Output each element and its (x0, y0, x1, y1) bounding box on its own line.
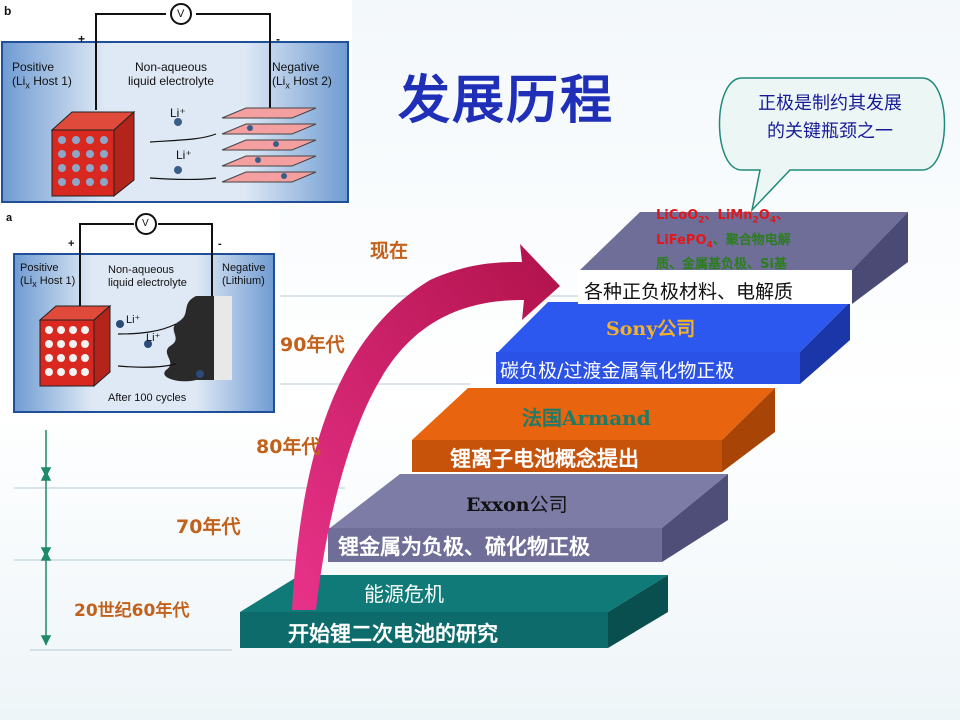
vertical-timeline (40, 430, 52, 646)
figure-b-panel: b + - V Positive (Lix Host 1) Non-aqueou… (0, 0, 352, 206)
figure-a-plus: + (68, 238, 75, 250)
step-4-lower-text: 碳负极/过渡金属氧化物正极 (500, 360, 735, 382)
figure-b-drawing (1, 3, 349, 203)
step-3-lower-text: 锂离子电池概念提出 (450, 447, 639, 471)
step-2-block (328, 474, 728, 562)
step-4-company-suffix: 公司 (657, 318, 696, 340)
figure-a-panel: a + - V Positive (Lix Host 1) Non-aqueou… (0, 204, 280, 426)
lithium-dendrite-icon (164, 296, 232, 382)
step-5-block (578, 212, 908, 304)
step-1-block (240, 575, 668, 648)
callout-bubble (718, 77, 946, 213)
figure-a-ion-label-2: Li⁺ (146, 332, 161, 344)
figure-a-ion-label-1: Li⁺ (126, 314, 141, 326)
era-label-70s: 70年代 (176, 516, 241, 538)
positive-electrode-cube (38, 304, 112, 388)
figure-a-electrolyte-label: Non-aqueous liquid electrolyte (108, 264, 187, 289)
step-2-company-suffix: 公司 (529, 494, 568, 516)
step-3-block (412, 388, 775, 472)
figure-a-positive-label: Positive (Lix Host 1) (20, 262, 76, 290)
figure-b-ion-label-2: Li⁺ (176, 148, 192, 162)
voltmeter-icon (170, 3, 192, 25)
figure-a-meter-label: V (142, 218, 149, 229)
positive-electrode-cube (50, 110, 136, 198)
step-5-lower-text: 各种正负极材料、电解质 (584, 281, 794, 303)
step-5-materials-text: LiCoO2、LiMn2O4、 LiFePO4、聚合物电解 质、金属基负极、Si… (656, 208, 791, 273)
figure-b-negative-label: Negative (Lix Host 2) (272, 60, 332, 91)
step-3-upper-text: 法国Armand (522, 406, 651, 430)
callout-line-1: 正极是制约其发展 (758, 93, 902, 114)
callout-line-2: 的关键瓶颈之一 (767, 121, 893, 142)
figure-a-panel-label: a (6, 212, 13, 224)
step-2-upper-text: Exxon公司 (466, 490, 568, 517)
figure-b-meter-label: V (177, 8, 185, 20)
era-label-90s: 90年代 (280, 334, 345, 356)
figure-a-negative-label: Negative (Lithium) (222, 262, 266, 287)
step-2-lower-text: 锂金属为负极、硫化物正极 (338, 535, 590, 559)
era-label-60s: 20世纪60年代 (74, 601, 190, 621)
figure-b-electrolyte-label: Non-aqueous liquid electrolyte (128, 60, 215, 88)
step-4-company-name: Sony (606, 318, 658, 340)
figure-a-drawing (13, 213, 275, 413)
figure-b-panel-label: b (4, 4, 12, 18)
figure-b-minus: - (276, 32, 280, 46)
step-1-upper-text: 能源危机 (364, 582, 444, 606)
voltmeter-icon (135, 213, 157, 235)
negative-electrode-layers (221, 107, 317, 183)
figure-a-minus: - (218, 238, 222, 250)
figure-a-caption: After 100 cycles (108, 392, 187, 404)
step-4-upper-text: Sony公司 (606, 314, 695, 341)
era-label-80s: 80年代 (256, 436, 321, 458)
step-1-lower-text: 开始锂二次电池的研究 (288, 622, 498, 646)
page-title: 发展历程 (398, 71, 615, 131)
figure-b-plus: + (78, 32, 86, 46)
progress-arrow (292, 244, 560, 610)
era-label-now: 现在 (370, 240, 409, 262)
figure-b-positive-label: Positive (Lix Host 1) (12, 60, 72, 91)
figure-b-ion-label-1: Li⁺ (170, 106, 186, 120)
callout-text: 正极是制约其发展 的关键瓶颈之一 (720, 90, 940, 146)
step-4-block (496, 302, 850, 384)
step-2-company-name: Exxon (466, 494, 530, 516)
